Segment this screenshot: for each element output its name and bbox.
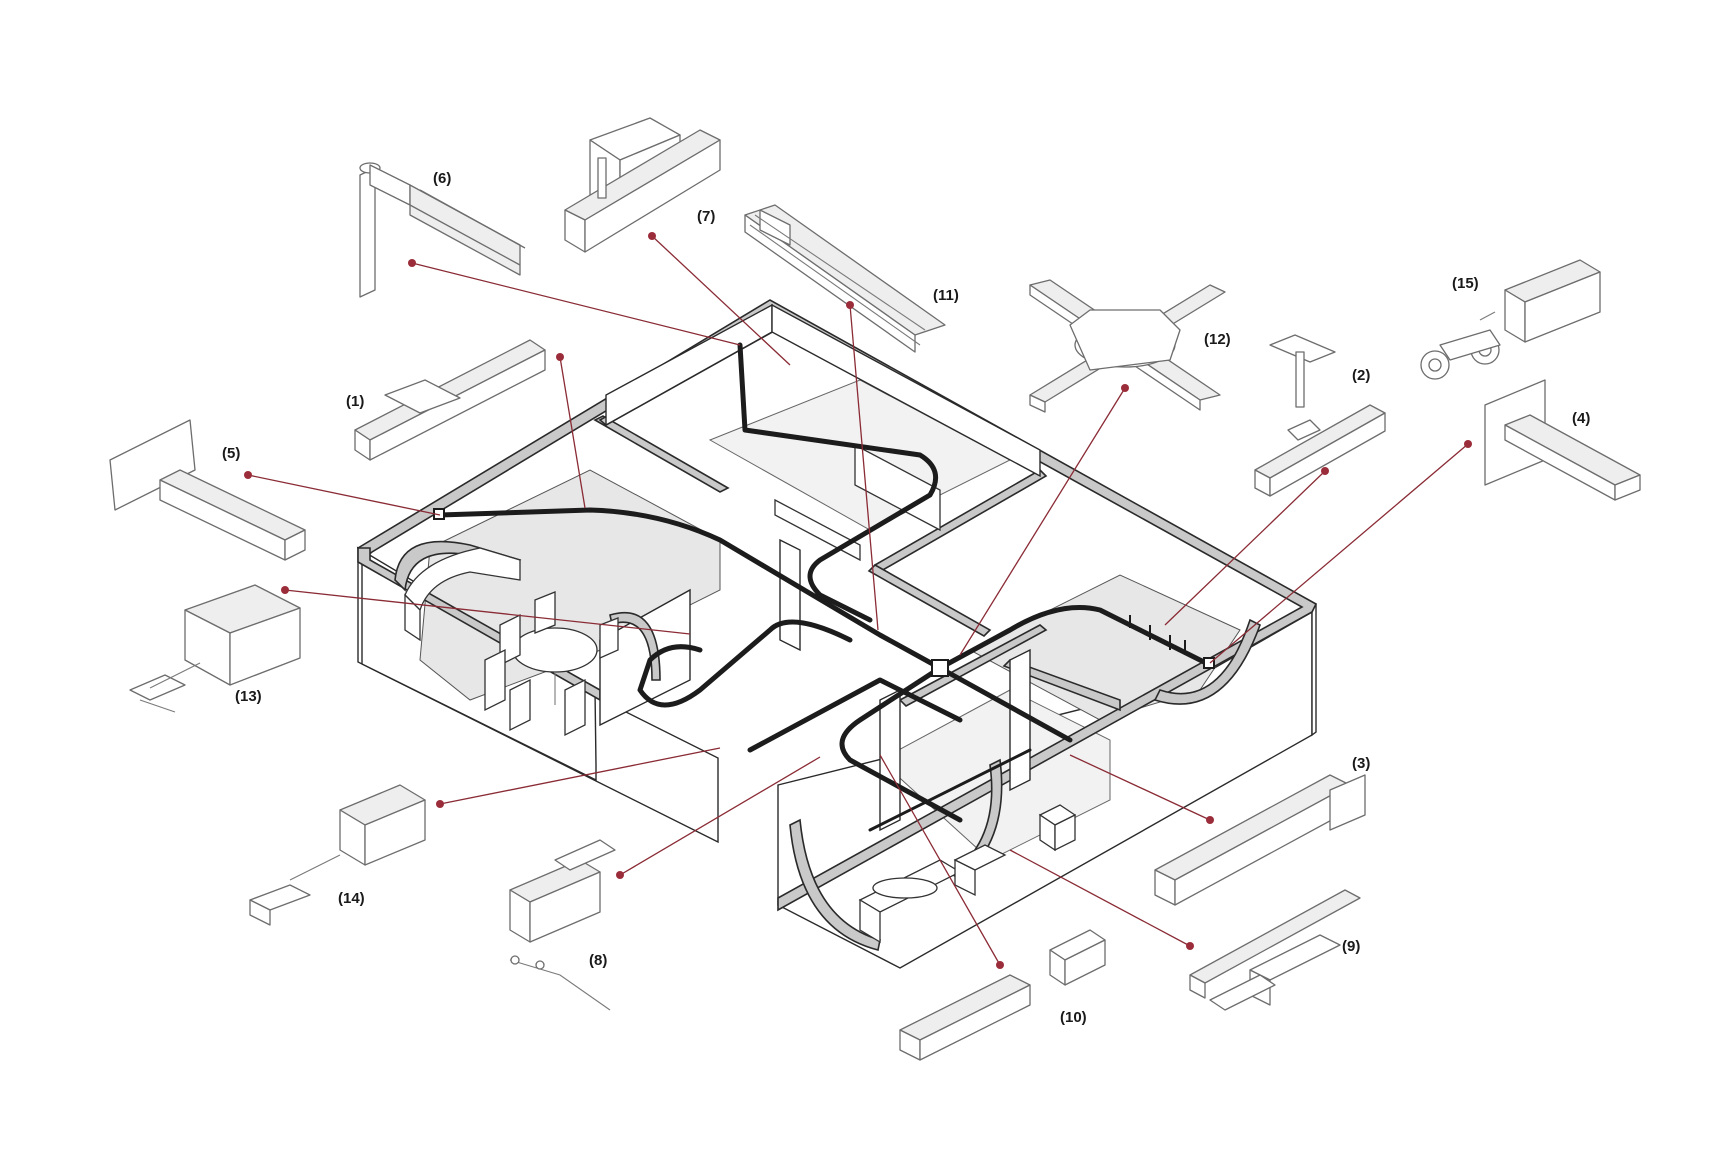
label-8: (8) — [589, 952, 607, 969]
label-14: (14) — [338, 890, 365, 907]
leader-11 — [849, 304, 879, 631]
leader-2 — [1164, 470, 1326, 626]
bathtub — [858, 859, 962, 944]
sink-cabinet — [1038, 804, 1077, 852]
leader-4 — [1209, 443, 1469, 664]
track-hall-curve — [637, 619, 853, 708]
sofa — [404, 547, 521, 642]
label-3: (3) — [1352, 755, 1370, 772]
label-2: (2) — [1352, 367, 1370, 384]
turntable-junction — [931, 659, 949, 677]
label-11: (11) — [933, 287, 959, 304]
track-main-left — [437, 507, 943, 671]
component-15-roller-trolley — [1420, 259, 1601, 380]
component-5-wall-bracket-rail — [109, 419, 306, 561]
bathroom-left-wall — [879, 688, 901, 832]
ceiling-track-network — [433, 342, 1215, 832]
bathroom-divider-wall — [1009, 648, 1031, 792]
track-right-room — [937, 605, 1213, 671]
label-15: (15) — [1452, 275, 1479, 292]
pillar-center — [779, 538, 801, 652]
component-3-long-rail — [1154, 774, 1366, 906]
leader-3 — [1069, 754, 1211, 821]
bed-frame — [774, 443, 941, 562]
component-9-track-switch — [1189, 889, 1361, 1011]
leader-14 — [439, 747, 721, 805]
track-bathroom-cross — [868, 748, 1032, 832]
partition-wall-5 — [1002, 659, 1121, 712]
isometric-floor-plan — [356, 299, 1318, 969]
track-end-stop — [1203, 657, 1215, 669]
partition-wall-6 — [898, 624, 1048, 707]
track-bathroom — [839, 665, 1073, 823]
component-7-trolley-motor — [564, 117, 721, 253]
ceiling-hangers — [1129, 615, 1186, 655]
bedroom-back-wall — [605, 303, 773, 427]
component-11-rail-clamp — [744, 204, 946, 353]
leader-7 — [651, 235, 791, 366]
hall-wall — [599, 588, 691, 727]
component-8-motor-box — [509, 839, 616, 1011]
label-1: (1) — [346, 393, 364, 410]
component-4-wall-plate-bracket — [1484, 379, 1641, 501]
leader-5 — [247, 474, 441, 516]
leader-6 — [411, 262, 741, 346]
component-2-ceiling-hanger — [1254, 334, 1386, 497]
leader-1 — [559, 356, 586, 509]
right-curved-wall — [1153, 618, 1261, 705]
leader-lines — [244, 232, 1472, 969]
label-12: (12) — [1204, 331, 1231, 348]
bedroom-right-wall — [771, 303, 1041, 478]
leader-12 — [959, 387, 1126, 656]
label-4: (4) — [1572, 410, 1590, 427]
label-7: (7) — [697, 208, 715, 225]
toilet — [953, 844, 1007, 897]
label-5: (5) — [222, 445, 240, 462]
component-labels: (1) (2) (3) (4) (5) (6) (7) (8) (9) (10)… — [222, 170, 1590, 1026]
component-12-turntable-cross — [1029, 279, 1226, 413]
leader-9 — [1009, 849, 1191, 947]
component-6-wall-arm-bracket — [359, 162, 526, 298]
track-bedroom-loop — [737, 342, 939, 623]
partition-wall-4 — [867, 564, 992, 637]
component-10-rail-roller — [899, 929, 1106, 1061]
label-6: (6) — [433, 170, 451, 187]
dining-table — [484, 591, 619, 737]
bathroom-curved-wall — [789, 818, 881, 951]
right-end-wall — [1311, 603, 1317, 737]
label-9: (9) — [1342, 938, 1360, 955]
component-13-end-stop — [129, 584, 301, 713]
label-13: (13) — [235, 688, 262, 705]
leader-10 — [879, 754, 1001, 966]
leader-13 — [284, 589, 691, 635]
leader-8 — [619, 756, 821, 876]
track-bathroom-lower — [747, 677, 963, 753]
partition-wall-1 — [593, 415, 730, 493]
component-1-plate-rail — [354, 339, 546, 461]
label-10: (10) — [1060, 1009, 1087, 1026]
component-14-connector — [249, 784, 426, 926]
